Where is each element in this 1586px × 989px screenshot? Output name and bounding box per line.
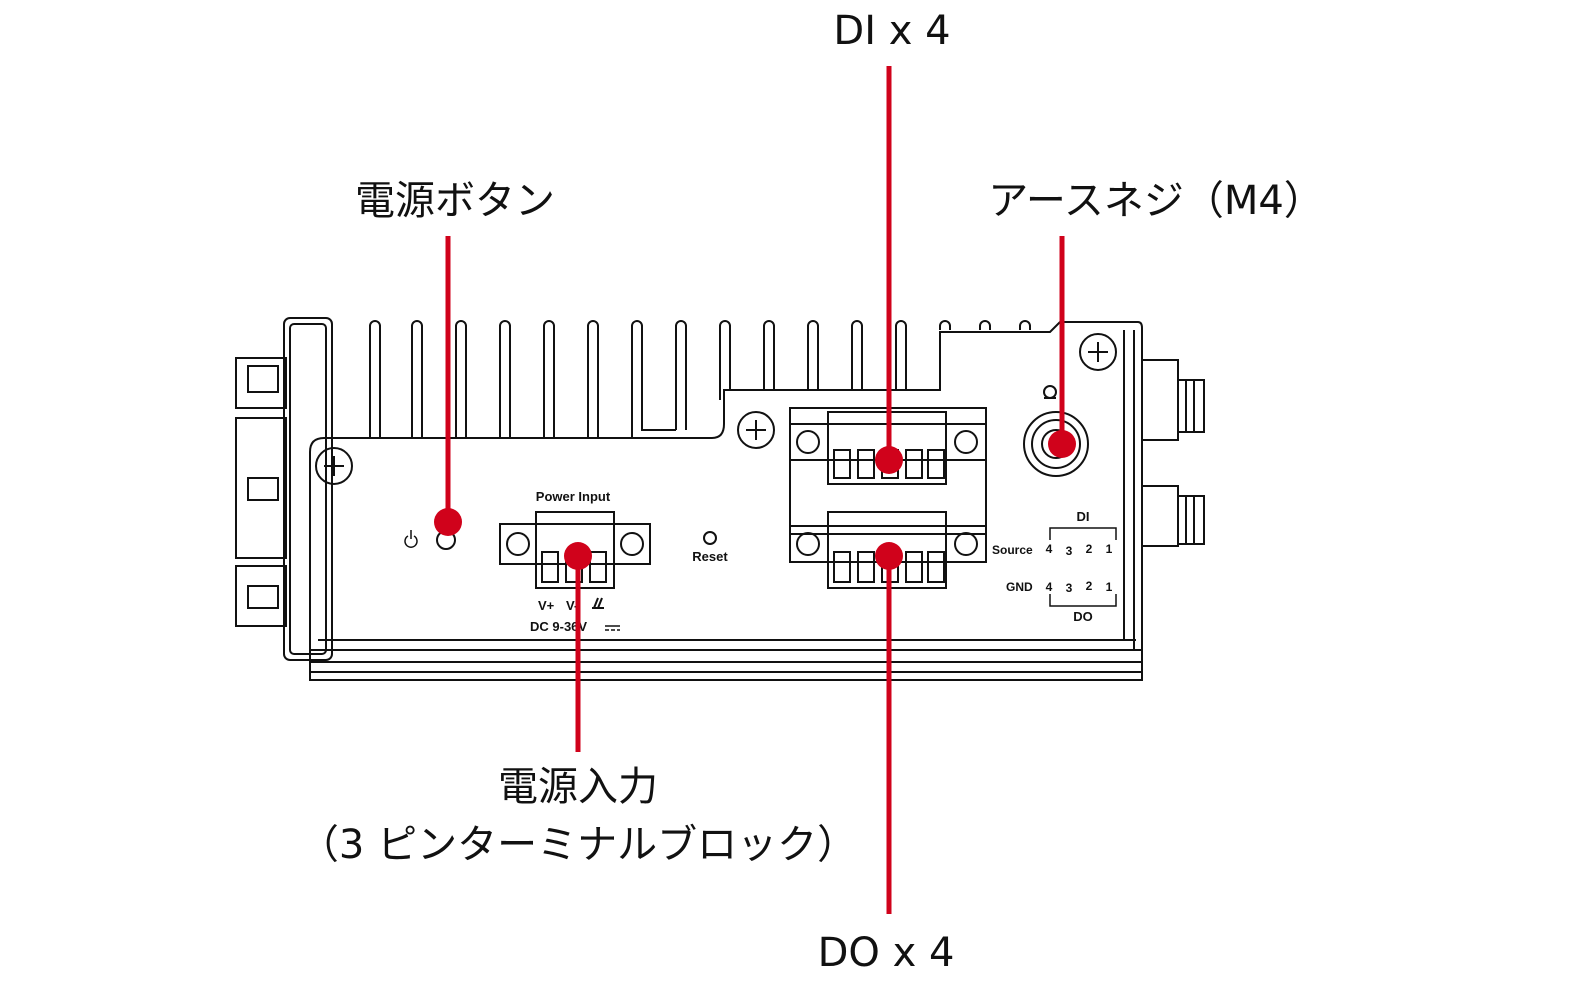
do-pin-2: 2 <box>1086 579 1093 593</box>
screw-middle <box>737 411 775 449</box>
v-plus-label: V+ <box>538 598 555 613</box>
callout-power-input-line1: 電源入力 <box>498 764 658 810</box>
do-pin-4: 4 <box>1046 580 1053 594</box>
callout-power-button: 電源ボタン <box>355 178 555 224</box>
di-pins-title: DI <box>1077 509 1090 524</box>
di-pin-2: 2 <box>1086 542 1093 556</box>
callout-line-power-input <box>564 542 592 752</box>
dc-rating-label: DC 9-36V <box>530 619 587 634</box>
callout-di: DI x 4 <box>833 8 950 54</box>
callout-ground-screw: アースネジ（M4） <box>988 178 1324 224</box>
chassis-outline <box>309 321 1143 681</box>
ground-screw <box>1023 385 1089 477</box>
dc-symbol-icon <box>605 625 620 631</box>
callout-lines <box>434 66 1076 914</box>
heatsink-fins <box>369 320 1031 438</box>
callout-labels: 電源ボタン DI x 4 アースネジ（M4） 電源入力 （3 ピンターミナルブロ… <box>299 8 1324 976</box>
do-pin-3: 3 <box>1066 581 1073 595</box>
screw-top-right <box>1079 333 1117 371</box>
di-pin-3: 3 <box>1066 544 1073 558</box>
antenna-connectors <box>1141 359 1205 547</box>
gnd-label: GND <box>1006 580 1033 594</box>
screw-left <box>315 447 353 485</box>
device-front-panel <box>235 317 1205 681</box>
callout-line-do <box>875 542 903 914</box>
source-label: Source <box>992 543 1033 557</box>
v-minus-label: V- <box>566 598 578 613</box>
frame-ground-icon <box>592 597 604 609</box>
power-input-label: Power Input <box>536 489 611 504</box>
do-pin-1: 1 <box>1106 580 1113 594</box>
do-pins-title: DO <box>1073 609 1093 624</box>
reset-hole <box>703 531 717 545</box>
callout-power-input-line2: （3 ピンターミナルブロック） <box>299 822 857 868</box>
callout-do: DO x 4 <box>818 930 955 976</box>
callout-line-power-button <box>434 236 462 536</box>
reset-label: Reset <box>692 549 728 564</box>
dio-pin-brackets <box>1049 527 1117 607</box>
device-text: Power Input Reset V+ V- DC 9-36V DI DO S… <box>530 489 1113 634</box>
di-pin-1: 1 <box>1106 542 1113 556</box>
left-mounting-bracket <box>235 317 333 661</box>
callout-line-ground-screw <box>1048 236 1076 458</box>
di-pin-4: 4 <box>1046 542 1053 556</box>
callout-line-di <box>875 66 903 474</box>
